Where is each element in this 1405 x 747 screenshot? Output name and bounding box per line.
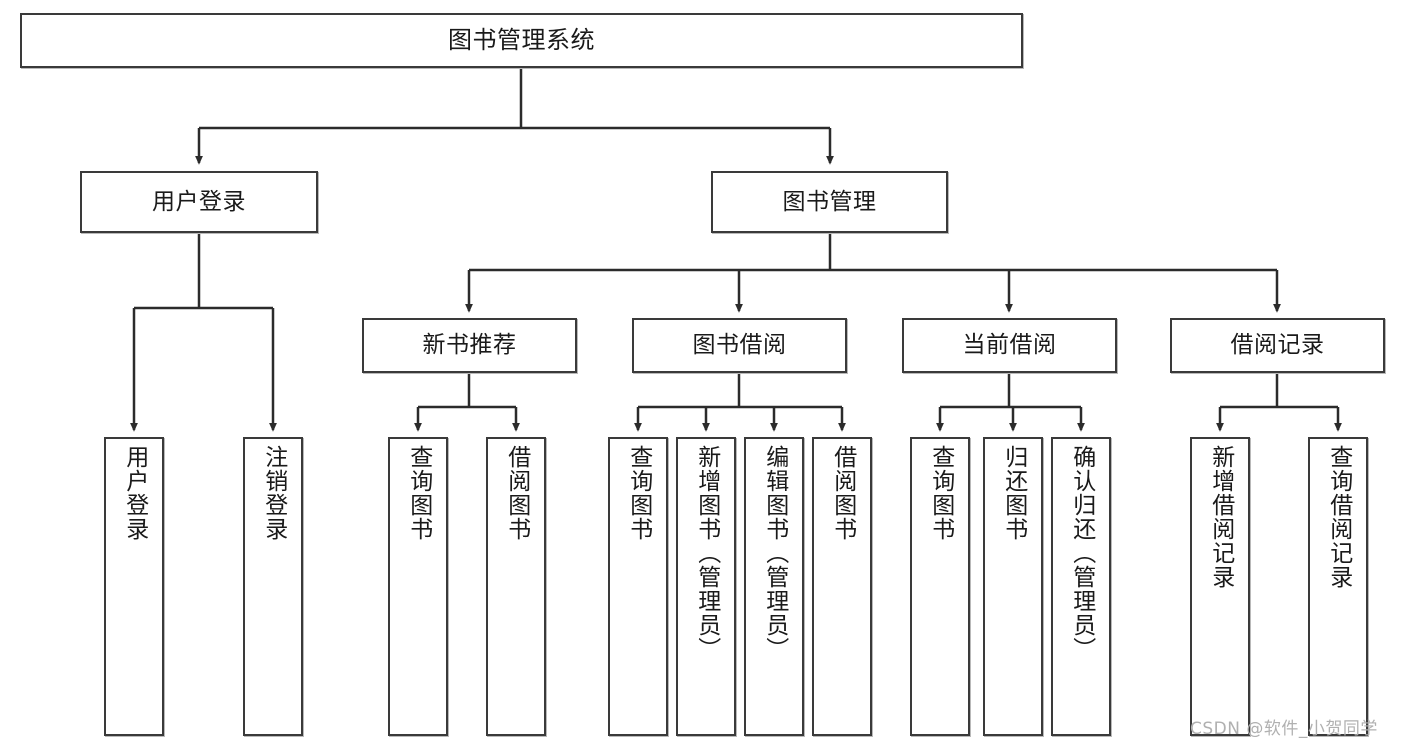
node-book-borrow-label: 图书借阅 bbox=[692, 332, 787, 359]
node-leaf-edit-book[interactable]: 编辑图书（管理员） bbox=[744, 437, 804, 736]
node-leaf-add-borrow-record-label: 新增借阅记录 bbox=[1207, 445, 1234, 589]
node-leaf-query-book-2-label: 查询图书 bbox=[625, 445, 652, 541]
node-current-borrow[interactable]: 当前借阅 bbox=[902, 318, 1117, 373]
node-new-book-recommend[interactable]: 新书推荐 bbox=[362, 318, 577, 373]
node-leaf-query-borrow-record[interactable]: 查询借阅记录 bbox=[1308, 437, 1368, 736]
node-user-login[interactable]: 用户登录 bbox=[80, 171, 318, 233]
edge-root-to-level2 bbox=[195, 68, 834, 165]
edge-user-login-to-leaves bbox=[130, 233, 277, 432]
node-leaf-borrow-book-1-label: 借阅图书 bbox=[503, 445, 530, 541]
node-leaf-query-book-2[interactable]: 查询图书 bbox=[608, 437, 668, 736]
node-leaf-borrow-book-1[interactable]: 借阅图书 bbox=[486, 437, 546, 736]
node-leaf-confirm-return-label: 确认归还（管理员） bbox=[1068, 445, 1095, 661]
node-leaf-query-book-1-label: 查询图书 bbox=[405, 445, 432, 541]
csdn-watermark: CSDN @软件_小贺同学 bbox=[1190, 719, 1378, 739]
node-leaf-add-borrow-record[interactable]: 新增借阅记录 bbox=[1190, 437, 1250, 736]
node-borrow-record-label: 借阅记录 bbox=[1230, 332, 1325, 359]
node-leaf-query-book-3-label: 查询图书 bbox=[927, 445, 954, 541]
node-current-borrow-label: 当前借阅 bbox=[962, 332, 1057, 359]
edge-new-book-recommend-to-leaves bbox=[414, 373, 520, 432]
node-book-manage-label: 图书管理 bbox=[782, 188, 877, 215]
node-leaf-query-book-1[interactable]: 查询图书 bbox=[388, 437, 448, 736]
edge-current-borrow-to-leaves bbox=[936, 373, 1085, 432]
node-leaf-edit-book-label: 编辑图书（管理员） bbox=[761, 445, 788, 661]
node-leaf-query-book-3[interactable]: 查询图书 bbox=[910, 437, 970, 736]
node-leaf-logout-login-label: 注销登录 bbox=[260, 445, 287, 541]
node-leaf-return-book[interactable]: 归还图书 bbox=[983, 437, 1043, 736]
edge-borrow-record-to-leaves bbox=[1216, 373, 1342, 432]
node-user-login-label: 用户登录 bbox=[152, 188, 246, 215]
node-leaf-add-book[interactable]: 新增图书（管理员） bbox=[676, 437, 736, 736]
node-leaf-query-borrow-record-label: 查询借阅记录 bbox=[1325, 445, 1352, 589]
node-book-manage[interactable]: 图书管理 bbox=[711, 171, 948, 233]
node-root-system-label: 图书管理系统 bbox=[448, 25, 595, 54]
node-leaf-borrow-book-2-label: 借阅图书 bbox=[829, 445, 856, 541]
edge-book-borrow-to-leaves bbox=[634, 373, 846, 432]
node-leaf-borrow-book-2[interactable]: 借阅图书 bbox=[812, 437, 872, 736]
node-leaf-user-login-label: 用户登录 bbox=[121, 445, 148, 541]
node-new-book-recommend-label: 新书推荐 bbox=[422, 332, 517, 359]
node-leaf-confirm-return[interactable]: 确认归还（管理员） bbox=[1051, 437, 1111, 736]
node-leaf-add-book-label: 新增图书（管理员） bbox=[693, 445, 720, 661]
node-leaf-return-book-label: 归还图书 bbox=[1000, 445, 1027, 541]
node-leaf-user-login[interactable]: 用户登录 bbox=[104, 437, 164, 736]
node-borrow-record[interactable]: 借阅记录 bbox=[1170, 318, 1385, 373]
node-leaf-logout-login[interactable]: 注销登录 bbox=[243, 437, 303, 736]
node-book-borrow[interactable]: 图书借阅 bbox=[632, 318, 847, 373]
node-root-system[interactable]: 图书管理系统 bbox=[20, 13, 1023, 68]
edge-book-manage-to-level3 bbox=[465, 233, 1281, 313]
